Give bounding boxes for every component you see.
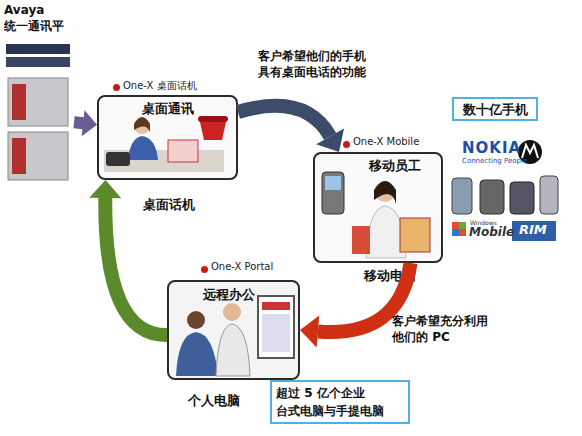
handset [322,172,344,214]
flow-arrow [238,106,344,152]
phone-image [452,178,472,214]
server-unit [6,44,70,54]
scene-fill [315,154,441,261]
mobile-box: One-X Mobile移动员工移动电话 [313,152,443,263]
box-heading: 移动员工 [355,157,435,175]
callout-text: 数十亿手机 [454,101,536,119]
platform-title: Avaya 统一通讯平 [4,2,74,34]
flow-arrow [89,180,167,335]
person-body [128,136,158,160]
phone-image [480,180,504,214]
brand-logo: NOKIA [462,139,521,157]
mobile-scene [315,154,441,261]
server-panel [12,138,26,174]
arrow-shaft [74,122,84,123]
brand-slogan: Connecting People [462,157,527,165]
server-stack [6,44,70,180]
product-name: One-X Portal [211,261,273,272]
phone-brands [452,140,558,241]
scene-fill [169,282,298,378]
product-name: One-X Mobile [353,136,419,147]
monitor [258,296,294,358]
scene-fill [99,97,236,178]
arrow-head [89,180,121,198]
edge-label: 客户希望他们的手机 具有桌面电话的功能 [258,48,376,80]
monitor-content [262,314,290,352]
platform-node: Avaya 统一通讯平 [2,2,74,187]
status-dot [201,266,208,273]
phone-receiver [198,116,228,122]
arrow-shaft [238,106,330,137]
monitor-content [262,302,290,310]
box-heading: 远程办公 [189,286,269,304]
box-heading: 桌面通讯 [99,100,236,118]
status-dot [343,141,350,148]
rim-badge [512,221,556,241]
pc-scene [169,282,298,378]
person-body [176,332,218,376]
arrow-head [82,110,97,136]
callout-box: 数十亿手机 [452,97,538,121]
brand-logo: RIM [519,222,547,237]
phone-image [510,182,534,214]
person-hair [134,117,150,132]
box-caption: 桌面话机 [119,196,219,214]
desk-scene [99,97,236,178]
server-unit [6,57,70,67]
person-head [223,303,241,321]
server-cabinet [8,78,68,126]
desktop-box: One-X 桌面话机桌面通讯桌面话机 [97,95,238,180]
sticker [168,140,198,162]
windows-flag [452,229,459,236]
brand-logo: Mobile [469,225,514,239]
phone-image [540,176,558,214]
person-hair [374,181,396,204]
shopping-bag [400,218,430,252]
box-caption: 个人电脑 [169,392,259,410]
edge-label: 客户希望充分利用 他们的 PC [392,313,496,345]
red-phone [200,122,226,140]
flow-arrow [74,110,97,136]
person-head [187,311,205,329]
arrow-head [300,315,319,347]
motorola-mark [522,145,538,158]
box-caption: 移动电话 [345,267,435,285]
server-cabinet [8,132,68,180]
status-dot [113,84,120,91]
desk [104,150,224,172]
shopping-bag [352,226,370,254]
arrow-shaft [105,198,167,335]
person-head [134,118,150,134]
brand-logo: Windows [470,219,497,226]
windows-flag [459,222,466,229]
server-panel [12,84,26,120]
handset-screen [325,176,341,190]
product-name: One-X 桌面话机 [123,79,197,93]
pc-box: One-X Portal远程办公个人电脑 [167,280,300,380]
person-body [216,324,250,376]
arrow-head [316,128,344,152]
windows-flag [452,222,466,236]
desk-phone [106,152,130,166]
callout-box: 超过 5 亿个企业 台式电脑与手提电脑 [270,380,410,424]
callout-text: 超过 5 亿个企业 台式电脑与手提电脑 [276,384,404,420]
